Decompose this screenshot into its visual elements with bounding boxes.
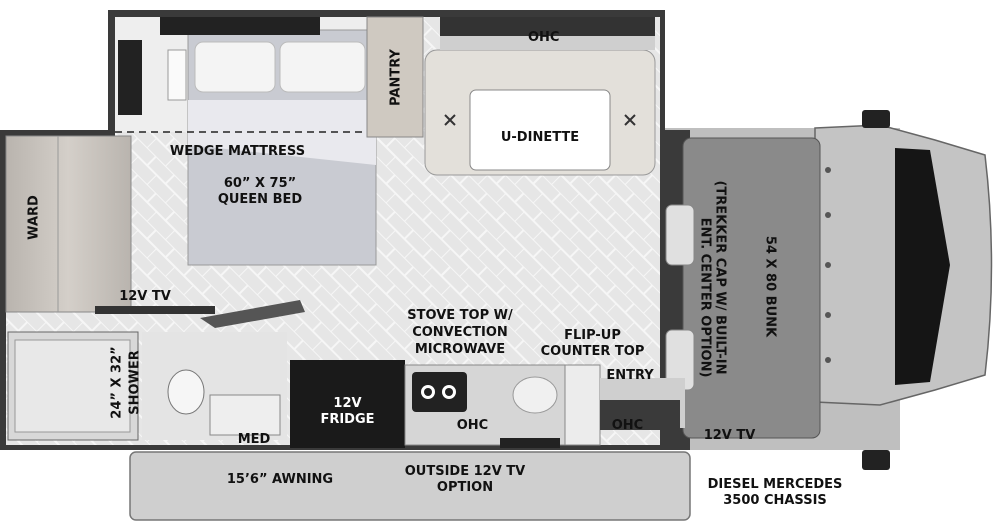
fridge-label-line1: 12V [333, 396, 362, 411]
bunk-label: 54 X 80 BUNK [762, 235, 778, 338]
stove-label-line2: CONVECTION [412, 325, 508, 340]
queen-bed-size-label: 60” X 75” [223, 176, 297, 191]
queen-bed-label: QUEEN BED [217, 192, 303, 207]
ohc-kitchen-label: OHC [456, 418, 489, 433]
outside-tv-label-line1: OUTSIDE 12V TV [404, 464, 526, 479]
flip-up-label-line1: FLIP-UP [564, 328, 621, 343]
cab-tv-label: 12V TV [703, 428, 756, 443]
u-dinette-label: U-DINETTE [500, 130, 580, 145]
ohc-entry-label: OHC [611, 418, 644, 433]
bunk-note-line2: ENT. CENTER OPTION) [697, 217, 713, 378]
bunk-note-line1: (TREKKER CAP W/ BUILT-IN [712, 180, 728, 375]
entry-label: ENTRY [606, 368, 654, 383]
pantry-label: PANTRY [388, 49, 404, 106]
ward-label: WARD [26, 195, 42, 240]
u-dinette [424, 49, 656, 176]
wardrobe [5, 135, 132, 313]
awning-label: 15’6” AWNING [226, 472, 334, 487]
kitchen-counter [290, 360, 601, 448]
shower-label: SHOWER [127, 350, 143, 415]
queen-bed [115, 29, 377, 266]
toilet [167, 369, 205, 415]
flip-up-label-line2: COUNTER TOP [540, 344, 645, 359]
shower-size-label: 24” X 32” [109, 346, 125, 419]
outside-tv-label-line2: OPTION [436, 480, 494, 495]
ohc-top-label: OHC [528, 30, 560, 45]
outside-tv [500, 438, 560, 448]
entry-step [600, 400, 680, 430]
bunk [665, 137, 821, 439]
bedroom-tv-label: 12V TV [119, 289, 171, 304]
stove-label-line3: MICROWAVE [414, 342, 506, 357]
chassis-label-line1: DIESEL MERCEDES [707, 477, 843, 492]
med-label: MED [237, 432, 271, 447]
chassis-label-line2: 3500 CHASSIS [723, 493, 827, 508]
stove-label-line1: STOVE TOP W/ [407, 308, 513, 323]
sink [512, 376, 558, 414]
awning [129, 451, 691, 521]
fridge-label-line2: FRIDGE [320, 412, 375, 427]
pantry [366, 16, 424, 138]
ohc-top-cabinet [440, 17, 655, 39]
wedge-mattress-label: WEDGE MATTRESS [169, 144, 306, 159]
bedroom-tv [95, 306, 215, 314]
